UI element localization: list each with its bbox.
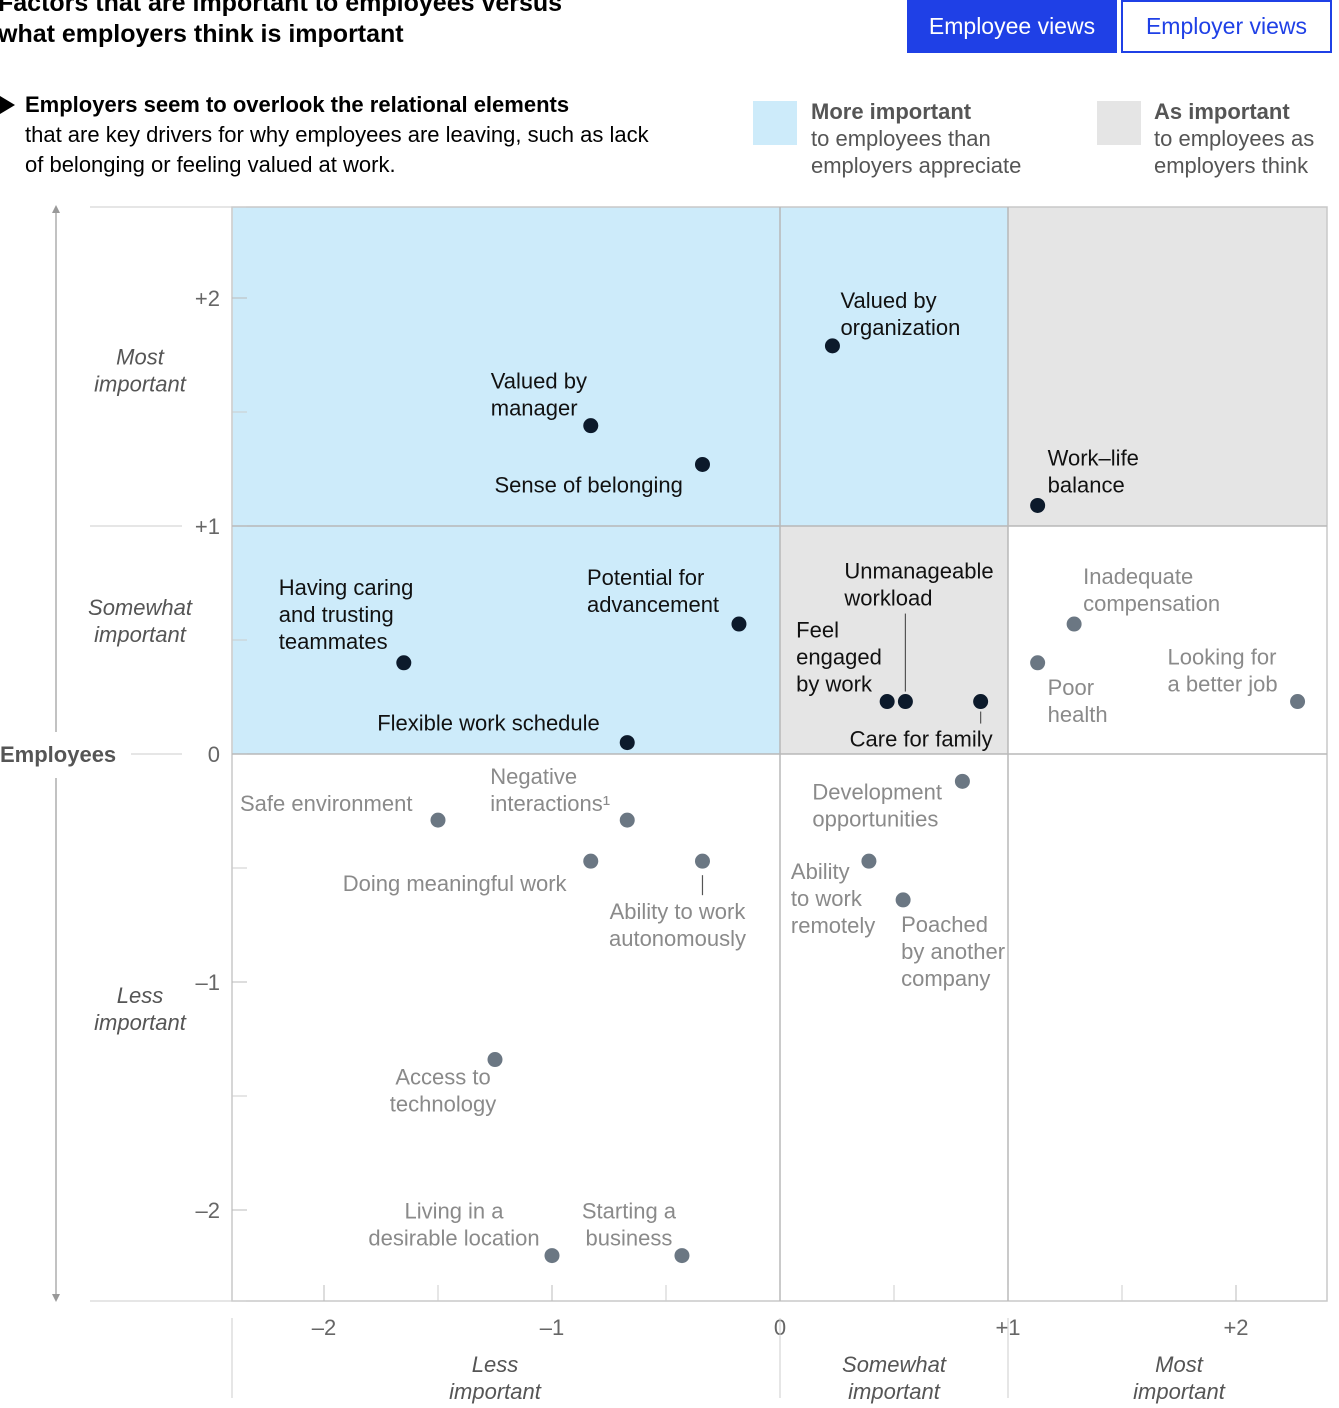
data-point [674,1248,690,1264]
data-point [619,812,635,828]
arrow-up-icon [52,205,60,213]
data-point [583,853,599,869]
data-point [731,616,747,632]
data-point [1290,694,1306,710]
legend-swatch-more-important [753,101,797,145]
chart-title: Factors that are important to employees … [0,0,563,48]
tab-employee-views[interactable]: Employee views [907,0,1117,53]
y-tick-label: 0 [208,742,220,767]
data-point [861,853,877,869]
y-axis-title: Employees [0,742,116,767]
legend-item-as-important: As important to employees as employers t… [1154,98,1334,179]
data-point [694,853,710,869]
point-label: Sense of belonging [494,472,682,497]
data-point [895,892,911,908]
data-point [1066,616,1082,632]
legend-title: As important [1154,99,1290,124]
point-label: Safe environment [240,791,412,816]
data-point [1030,497,1046,513]
callout-text: that are key drivers for why employees a… [25,122,649,177]
tab-employer-views[interactable]: Employer views [1121,0,1332,53]
arrow-down-icon [52,1294,60,1302]
data-point [897,694,913,710]
data-point [583,418,599,434]
zone-grey-3 [780,526,1008,754]
x-tick-label: +2 [1223,1315,1248,1340]
legend-text: to employees than employers appreciate [811,126,1022,178]
data-point [694,456,710,472]
triangle-bullet-icon [0,96,15,114]
data-point [954,773,970,789]
legend-item-more-important: More important to employees than employe… [811,98,1051,179]
y-tick-label: +2 [195,286,220,311]
callout-headline: Employers seem to overlook the relationa… [25,92,570,117]
legend-text: to employees as employers think [1154,126,1315,178]
data-point [879,694,895,710]
zone-blue-1 [780,206,1008,527]
data-point [973,694,989,710]
point-label: Care for family [850,727,993,752]
zone-blue-0 [232,206,781,755]
data-point [824,338,840,354]
y-tick-label: –2 [196,1198,220,1223]
y-tick-label: +1 [195,514,220,539]
data-point [619,735,635,751]
data-point [487,1052,503,1068]
data-point [396,655,412,671]
zone-grey-2 [1008,206,1328,527]
point-label: Flexible work schedule [377,711,600,736]
x-tick-label: –2 [312,1315,336,1340]
data-point [544,1248,560,1264]
data-point [430,812,446,828]
y-tick-label: –1 [196,970,220,995]
x-tick-label: –1 [540,1315,564,1340]
legend-swatch-as-important [1097,101,1141,145]
legend-title: More important [811,99,972,124]
point-label: Doing meaningful work [343,871,568,896]
data-point [1030,655,1046,671]
